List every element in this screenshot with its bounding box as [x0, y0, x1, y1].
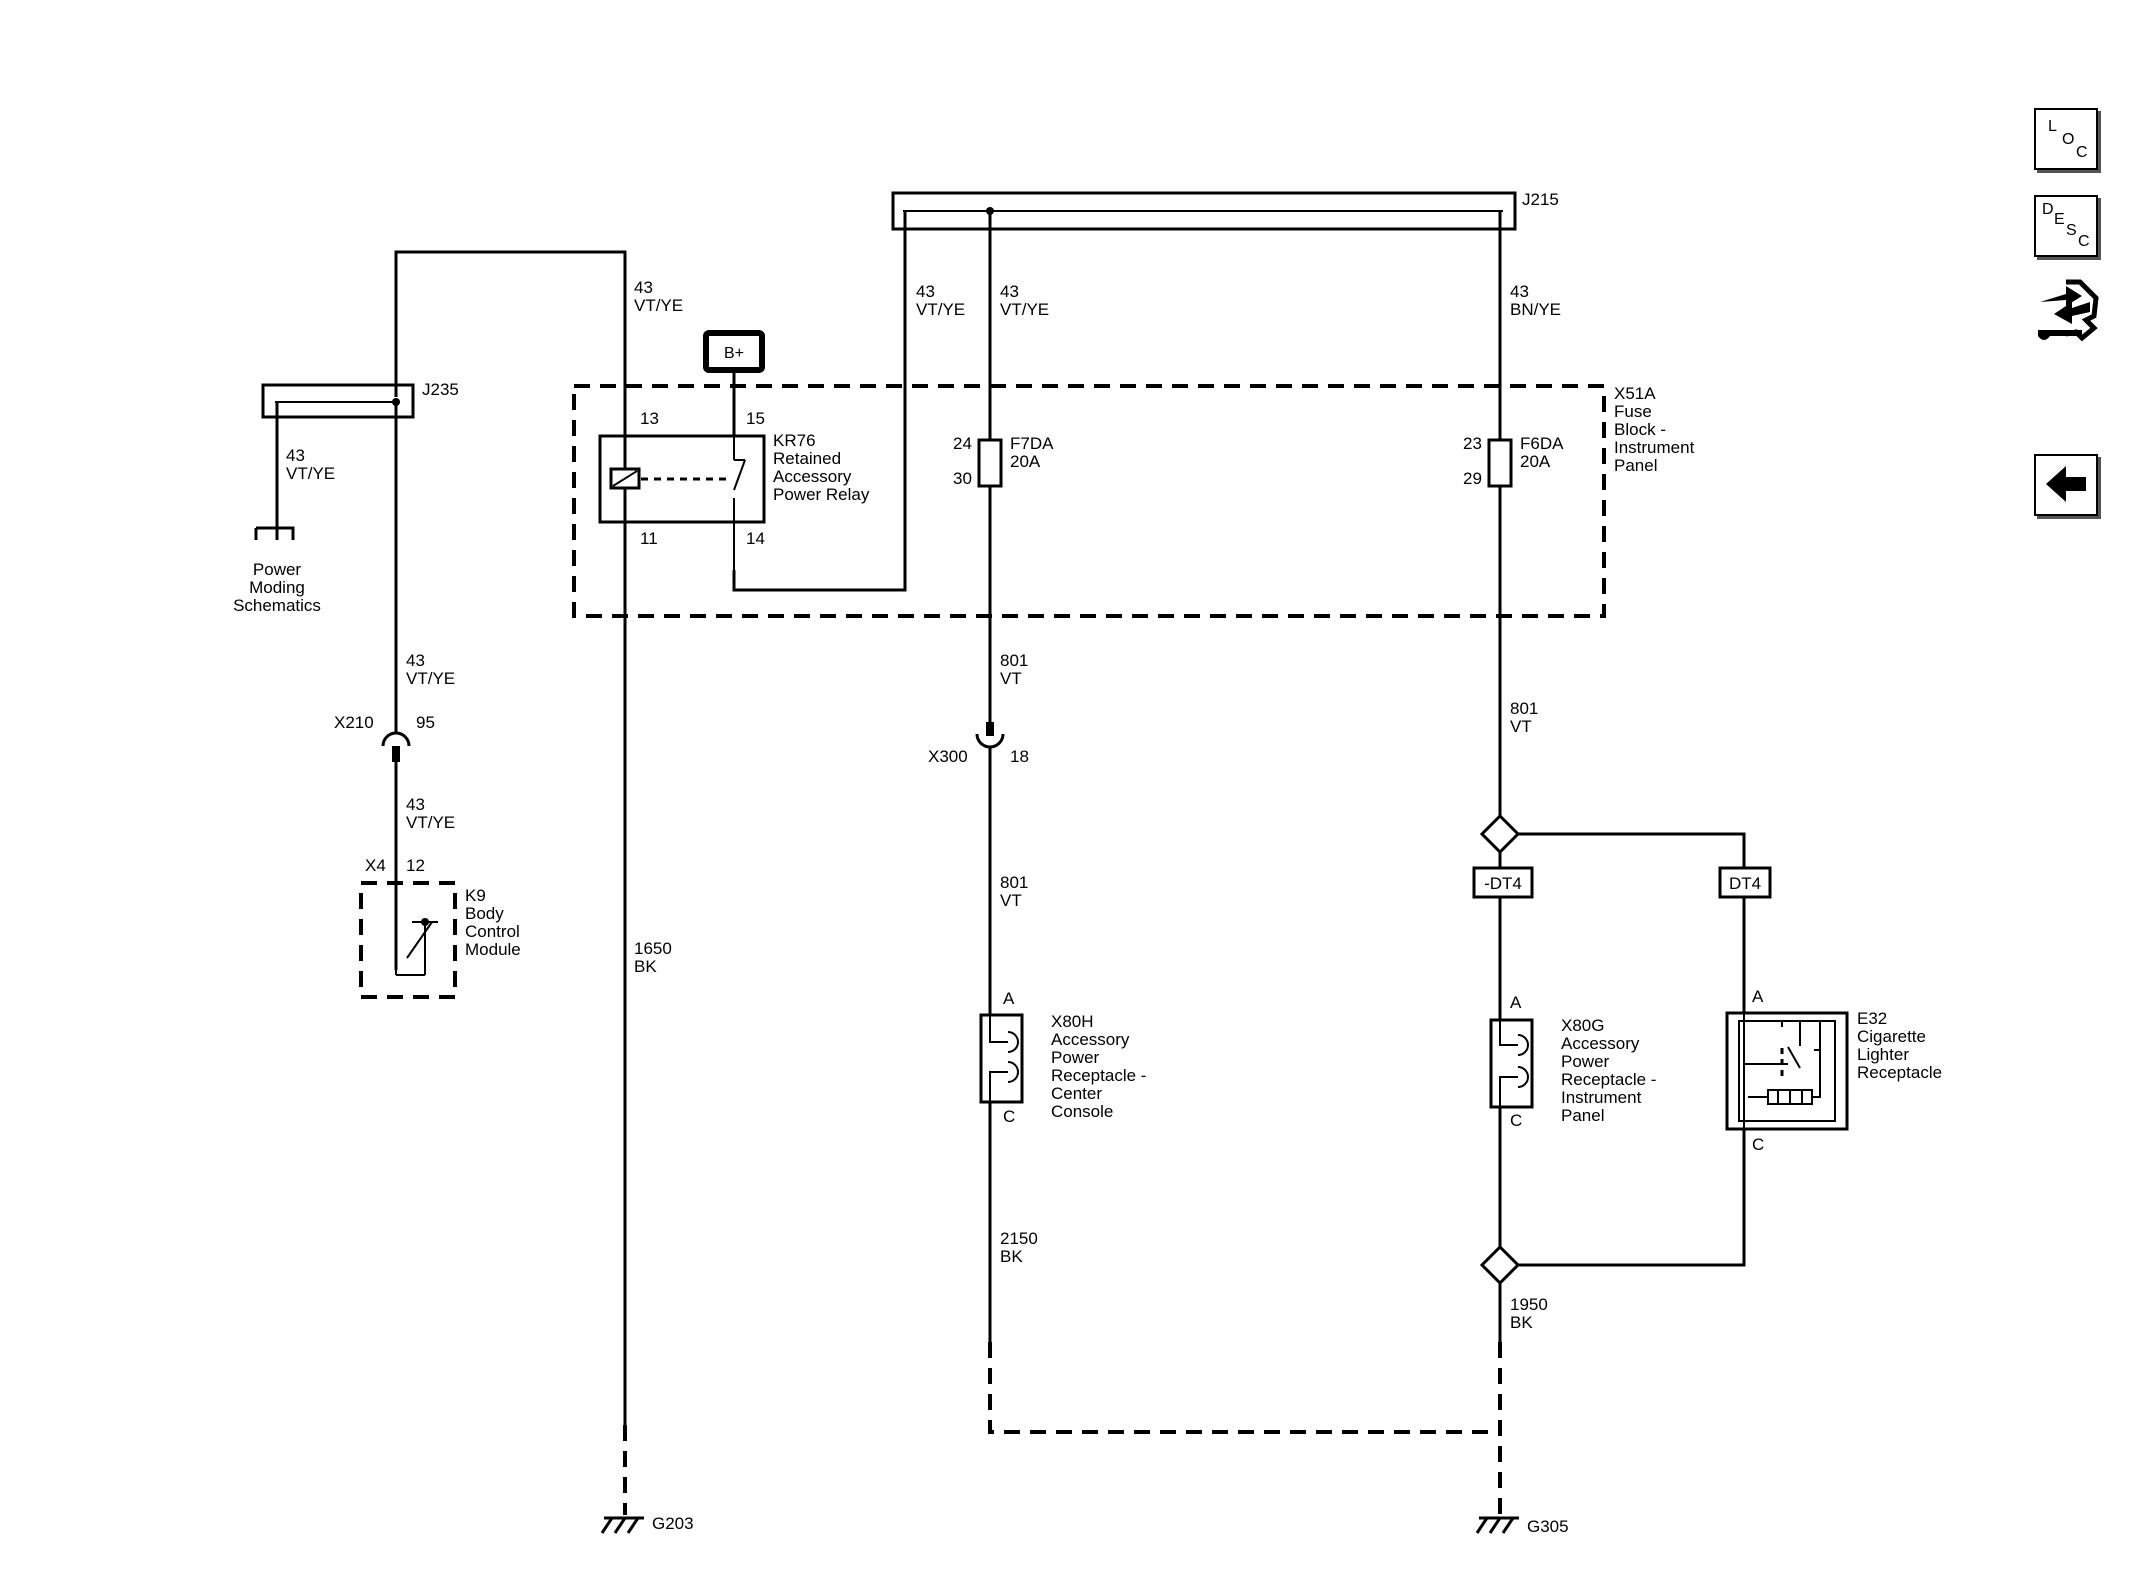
fuse-f7-pin-out: 30 [953, 469, 972, 488]
g203-ground-icon [600, 1516, 644, 1534]
g305-ground-icon [1475, 1516, 1519, 1534]
bplus-label: B+ [724, 345, 744, 362]
loc-letter-l: L [2048, 118, 2057, 135]
x80g-receptacle-icon[interactable] [1489, 1018, 1534, 1109]
x300-pin [986, 722, 994, 736]
desc-button[interactable]: D E S C [2034, 195, 2098, 257]
option-dt4-label: DT4 [1729, 874, 1761, 893]
x4-label: X4 [365, 856, 386, 875]
fuse-f7-pin-in: 24 [953, 434, 972, 453]
x210-label: X210 [334, 713, 374, 732]
x210-pin [392, 746, 400, 762]
x300-connector-icon[interactable] [975, 733, 1005, 749]
bcm-module-box[interactable] [359, 881, 457, 999]
j235-label: J235 [422, 380, 459, 399]
x80g-pin-c: C [1510, 1111, 1522, 1130]
x80g-pin-a: A [1510, 993, 1522, 1012]
x4-pin-label: 12 [406, 856, 425, 875]
fuse-f6-pin-out: 29 [1463, 469, 1482, 488]
relay-switch-icon [733, 436, 746, 570]
x80h-pin-c: C [1003, 1107, 1015, 1126]
x210-connector-icon[interactable] [381, 731, 411, 747]
desc-letter-d: D [2042, 201, 2054, 218]
x80h-pin-a: A [1003, 989, 1015, 1008]
e32-pin-c: C [1752, 1135, 1764, 1154]
relay-pin-13: 13 [640, 409, 659, 428]
bcm-switch-icon [395, 883, 438, 976]
fuse-f7da-icon[interactable] [977, 438, 1003, 488]
loc-button[interactable]: L O C [2034, 108, 2098, 170]
relay-pin-15: 15 [746, 409, 765, 428]
j215-bus[interactable] [891, 191, 1517, 231]
j235-bus[interactable] [261, 383, 415, 419]
wire-left-loop[interactable] [394, 250, 627, 440]
relay-pin-14: 14 [746, 529, 765, 548]
fuse-f6-pin-in: 23 [1463, 434, 1482, 453]
g305-label: G305 [1527, 1517, 1569, 1536]
wire-dashed-ground-link [988, 1342, 1490, 1434]
g203-label: G203 [652, 1514, 694, 1533]
wire-j215-to-relay14[interactable] [732, 211, 907, 592]
x300-label: X300 [928, 747, 968, 766]
power-moding-stub-icon [254, 526, 295, 540]
option-not-dt4-tag [1472, 866, 1534, 899]
relay-coil-slash [612, 470, 638, 487]
relay-pin-11: 11 [640, 529, 658, 548]
e32-pin-a: A [1752, 987, 1764, 1006]
option-not-dt4-label: -DT4 [1484, 874, 1522, 893]
x300-pin-label: 18 [1010, 747, 1029, 766]
x210-pin-label: 95 [416, 713, 435, 732]
loc-letter-o: O [2062, 131, 2075, 148]
tools-button[interactable] [2036, 272, 2100, 342]
fuse-block-box[interactable] [572, 384, 1606, 618]
fuse-f6da-icon[interactable] [1487, 438, 1513, 488]
wire-splice-to-e32[interactable] [1518, 832, 1746, 868]
loc-letter-c: C [2076, 144, 2088, 161]
desc-letter-c: C [2078, 233, 2090, 250]
splice-bottom-diamond[interactable] [1479, 1244, 1521, 1286]
back-button[interactable] [2034, 454, 2098, 516]
splice-top-diamond[interactable] [1479, 813, 1521, 855]
relay-box[interactable] [598, 434, 766, 524]
wire-e32-to-splice[interactable] [1518, 1129, 1746, 1267]
e32-lighter-icon[interactable] [1725, 1011, 1849, 1131]
back-arrow-icon [2046, 466, 2086, 502]
tools-icon [2038, 279, 2099, 342]
j215-label: J215 [1522, 190, 1559, 209]
desc-letter-e: E [2054, 211, 2065, 228]
x80h-receptacle-icon[interactable] [979, 1013, 1024, 1104]
desc-letter-s: S [2066, 222, 2077, 239]
